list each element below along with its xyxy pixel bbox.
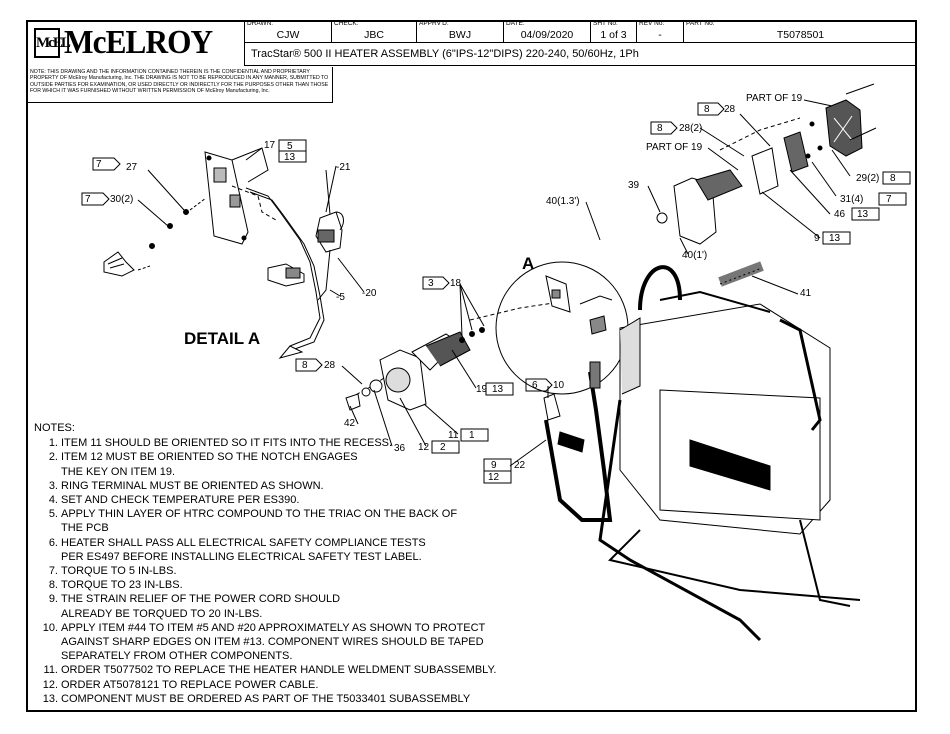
flag-8c: 8 (657, 123, 663, 134)
date-cell: DATE: 04/09/2020 (504, 20, 591, 42)
detail-a-bracket (204, 147, 269, 245)
title-block-row: DRAWN: CJW CHECK: JBC APPRV'D: BWJ DATE:… (245, 20, 917, 43)
detail-a-switch (315, 169, 344, 301)
approved-cell: APPRV'D: BWJ (417, 20, 504, 42)
callout-5: -5 (336, 292, 345, 303)
callout-part-of-19-top: PART OF 19 (746, 93, 803, 104)
note-item: 3.RING TERMINAL MUST BE ORIENTED AS SHOW… (48, 479, 324, 492)
notes-block: NOTES: 1.ITEM 11 SHOULD BE ORIENTED SO I… (34, 421, 501, 706)
callout-17: 17 (264, 140, 276, 151)
flag-3: 3 (428, 278, 434, 289)
callout-flags (81, 102, 911, 484)
flag-8d: 8 (890, 173, 896, 184)
drawn-cell: DRAWN: CJW (245, 20, 332, 42)
notes-list: 1.ITEM 11 SHOULD BE ORIENTED SO IT FITS … (34, 436, 501, 706)
notes-heading: NOTES: (34, 422, 75, 434)
callout-40a: 40(1.3') (546, 196, 580, 207)
note-item: 13.COMPONENT MUST BE ORDERED AS PART OF … (42, 692, 471, 705)
flag-6: 6 (532, 380, 538, 391)
flag-12: 12 (488, 472, 500, 483)
callout-28a: 28 (324, 360, 336, 371)
note-item: 12.ORDER AT5078121 TO REPLACE POWER CABL… (42, 678, 319, 691)
flag-7b: 7 (85, 194, 91, 205)
callout-40b: 40(1') (682, 250, 708, 261)
flag-8b: 8 (704, 104, 710, 115)
part-no-cell: PART No: T5078501 (686, 20, 825, 41)
logo-text: McELROY (64, 24, 213, 61)
flag-2: 2 (440, 442, 446, 453)
flag-7a: 7 (96, 159, 102, 170)
flag-7c: 7 (886, 194, 892, 205)
drawing-sheet (26, 20, 917, 712)
check-cell: CHECK: JBC (332, 20, 417, 42)
detail-a-label: DETAIL A (184, 329, 261, 348)
callout-28b: 28 (724, 104, 736, 115)
callout-36: 36 (394, 443, 406, 454)
detail-circle-contents (545, 275, 613, 335)
callout-12: 12 (418, 442, 430, 453)
note-item: 9.THE STRAIN RELIEF OF THE POWER CORD SH… (48, 593, 341, 620)
drawing-title: TracStar® 500 II HEATER ASSEMBLY (6"IPS-… (245, 42, 917, 66)
heater-main-assembly (598, 261, 861, 642)
flag-13a: 13 (284, 152, 296, 163)
callout-41: 41 (800, 288, 812, 299)
callout-11: 11 (448, 430, 459, 441)
flag-8a: 8 (302, 360, 308, 371)
callout-9: 9 (814, 233, 820, 244)
detail-a-harness (245, 187, 325, 359)
callout-39: 39 (628, 180, 640, 191)
flag-13c: 13 (857, 209, 869, 220)
power-cord (543, 361, 613, 522)
note-item: 1.ITEM 11 SHOULD BE ORIENTED SO IT FITS … (48, 437, 393, 450)
note-item: 6.HEATER SHALL PASS ALL ELECTRICAL SAFET… (48, 536, 426, 563)
callout-10: 10 (553, 380, 565, 391)
callout-18: 18 (450, 278, 462, 289)
callout-30: 30(2) (110, 194, 134, 205)
note-item: 7.TORQUE TO 5 IN-LBS. (48, 565, 177, 578)
callout-29: 29(2) (856, 173, 880, 184)
note-item: 8.TORQUE TO 23 IN-LBS. (48, 579, 183, 592)
callout-28c: 28(2) (679, 123, 703, 134)
sheet-cell: SHT No: 1 of 3 (591, 20, 637, 42)
callout-part-of-19-mid: PART OF 19 (646, 142, 703, 153)
detail-a-circle (495, 261, 629, 395)
callout-19: 19 (476, 384, 488, 395)
proprietary-notice: NOTE: THIS DRAWING AND THE INFORMATION C… (27, 67, 333, 103)
note-item: 5.APPLY THIN LAYER OF HTRC COMPOUND TO T… (48, 508, 458, 535)
flag-1: 1 (469, 430, 475, 441)
logo: McEL McELROY (26, 20, 245, 66)
heater-handle-exploded (345, 327, 485, 411)
callout-31: 31(4) (840, 194, 864, 205)
callout-42: 42 (344, 418, 356, 429)
callout-46: 46 (834, 209, 846, 220)
detail-a-clamp (103, 197, 207, 277)
flag-13d: 13 (829, 233, 841, 244)
leader-lines (137, 99, 851, 467)
flag-13b: 13 (492, 384, 504, 395)
callout-22: 22 (514, 460, 526, 471)
rev-cell: REV No: - (637, 20, 684, 42)
note-item: 4.SET AND CHECK TEMPERATURE PER ES390. (48, 494, 300, 507)
note-item: 2.ITEM 12 MUST BE ORIENTED SO THE NOTCH … (48, 451, 358, 478)
note-item: 11.ORDER T5077502 TO REPLACE THE HEATER … (43, 664, 497, 677)
flag-9: 9 (491, 460, 497, 471)
callout-20: -20 (362, 288, 377, 299)
heater-plate-parts (656, 83, 877, 245)
view-a-label: A (522, 254, 535, 273)
callout-27: 27 (126, 162, 138, 173)
flag-5: 5 (287, 141, 293, 152)
callout-21: -21 (336, 162, 351, 173)
note-item: 10.APPLY ITEM #44 TO ITEM #5 AND #20 APP… (42, 621, 486, 663)
